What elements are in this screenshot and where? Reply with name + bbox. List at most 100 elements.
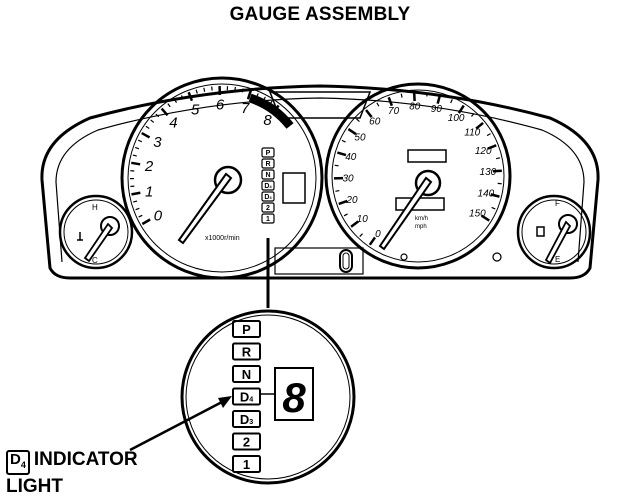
tach-tick bbox=[131, 193, 140, 195]
gear-position-label: N bbox=[242, 367, 251, 382]
tach-number: 6 bbox=[216, 96, 225, 113]
speed-unit-mph: mph bbox=[415, 224, 427, 230]
speed-number: 80 bbox=[409, 102, 421, 113]
tach-number: 4 bbox=[169, 114, 177, 131]
tach-number: 2 bbox=[144, 158, 154, 175]
temp-needle bbox=[85, 224, 112, 261]
speed-number: 40 bbox=[345, 152, 357, 163]
mini-gear-label: R bbox=[265, 161, 270, 168]
tach-tick bbox=[151, 120, 154, 123]
tach-number: 3 bbox=[153, 134, 162, 151]
speed-tick bbox=[356, 119, 359, 122]
speed-tick bbox=[487, 134, 490, 136]
fuel-full-label: F bbox=[555, 199, 560, 208]
temp-hot-label: H bbox=[92, 203, 98, 212]
callout-line2: LIGHT bbox=[6, 476, 63, 497]
gear-position-label: R bbox=[242, 344, 252, 359]
speed-tick bbox=[451, 99, 453, 103]
fuel-empty-label: E bbox=[555, 255, 560, 264]
speed-number: 130 bbox=[480, 167, 497, 178]
speed-number: 50 bbox=[354, 132, 366, 143]
tach-tick bbox=[142, 220, 150, 225]
speed-number: 0 bbox=[375, 229, 381, 240]
tach-number: 0 bbox=[154, 207, 163, 224]
speed-tick bbox=[335, 191, 339, 192]
speed-tick bbox=[344, 214, 348, 216]
fuel-gauge: F E bbox=[518, 196, 590, 268]
speed-number: 120 bbox=[475, 146, 492, 157]
speed-number: 100 bbox=[448, 113, 465, 124]
mini-gear-label: 2 bbox=[266, 205, 270, 212]
tach-tick bbox=[146, 126, 149, 128]
tach-number: 7 bbox=[241, 100, 250, 117]
callout-line1: INDICATOR bbox=[34, 449, 138, 470]
speed-tick bbox=[360, 234, 363, 237]
speed-tick bbox=[496, 158, 500, 159]
gear-position-label: 2 bbox=[243, 434, 250, 449]
gear-position-label: P bbox=[242, 322, 251, 337]
speed-number: 60 bbox=[369, 116, 381, 127]
speed-number: 150 bbox=[469, 209, 486, 220]
cluster-housing bbox=[42, 86, 598, 278]
callout-arrowhead bbox=[218, 396, 232, 408]
speedo-needle bbox=[380, 178, 431, 249]
gear-position-label: D4 bbox=[240, 389, 253, 404]
tach-tick bbox=[133, 155, 137, 156]
d4-badge: D4 bbox=[6, 450, 30, 475]
speed-number: 110 bbox=[464, 127, 480, 138]
temp-cold-label: C bbox=[92, 256, 98, 265]
gear-position-label: D3 bbox=[240, 412, 253, 427]
tach-number: 8 bbox=[263, 112, 272, 129]
mini-gear-label: D3 bbox=[264, 194, 271, 201]
tach-tick bbox=[189, 92, 192, 100]
gear-position-label: 1 bbox=[243, 457, 250, 472]
speed-tick bbox=[492, 207, 496, 209]
tach-tick bbox=[142, 133, 150, 137]
tach-tick bbox=[131, 163, 140, 164]
speed-tick bbox=[401, 94, 402, 98]
gear-digit: 8 bbox=[282, 374, 306, 421]
temperature-gauge: H C bbox=[60, 196, 132, 268]
tach-tick bbox=[136, 208, 140, 209]
speed-number: 70 bbox=[388, 106, 400, 117]
speed-tick bbox=[389, 97, 392, 105]
odometer bbox=[408, 150, 446, 162]
speed-tick bbox=[342, 140, 346, 142]
mini-gear-display bbox=[283, 173, 305, 203]
callout-arrow-line bbox=[130, 402, 222, 450]
tach-tick bbox=[168, 104, 170, 107]
mini-gear-label: P bbox=[266, 150, 271, 157]
speed-tick bbox=[335, 165, 339, 166]
tach-tick bbox=[196, 90, 197, 94]
speed-number: 140 bbox=[478, 189, 495, 200]
mini-gear-label: N bbox=[265, 172, 270, 179]
speed-number: 10 bbox=[357, 214, 369, 225]
mini-gear-label: D4 bbox=[264, 183, 272, 190]
tach-tick bbox=[135, 147, 139, 148]
tach-tick bbox=[235, 87, 236, 91]
trip-meter bbox=[396, 198, 444, 210]
mini-gear-label: 1 bbox=[266, 216, 270, 223]
fuel-pump-icon bbox=[537, 227, 544, 236]
speed-number: 30 bbox=[342, 173, 354, 184]
speed-tick bbox=[377, 103, 379, 106]
tach-tick bbox=[204, 88, 205, 92]
tach-unit: x1000r/min bbox=[205, 235, 240, 242]
tach-tick bbox=[139, 215, 143, 217]
tach-tick bbox=[133, 201, 137, 202]
speed-number: 20 bbox=[345, 195, 358, 206]
thermometer-icon bbox=[77, 232, 83, 240]
tach-tick bbox=[138, 140, 142, 142]
speed-number: 90 bbox=[431, 104, 443, 115]
tach-needle bbox=[179, 174, 231, 243]
tach-number: 5 bbox=[191, 101, 200, 118]
tach-number: 1 bbox=[145, 183, 153, 200]
speed-unit-km: km/h bbox=[415, 216, 428, 222]
